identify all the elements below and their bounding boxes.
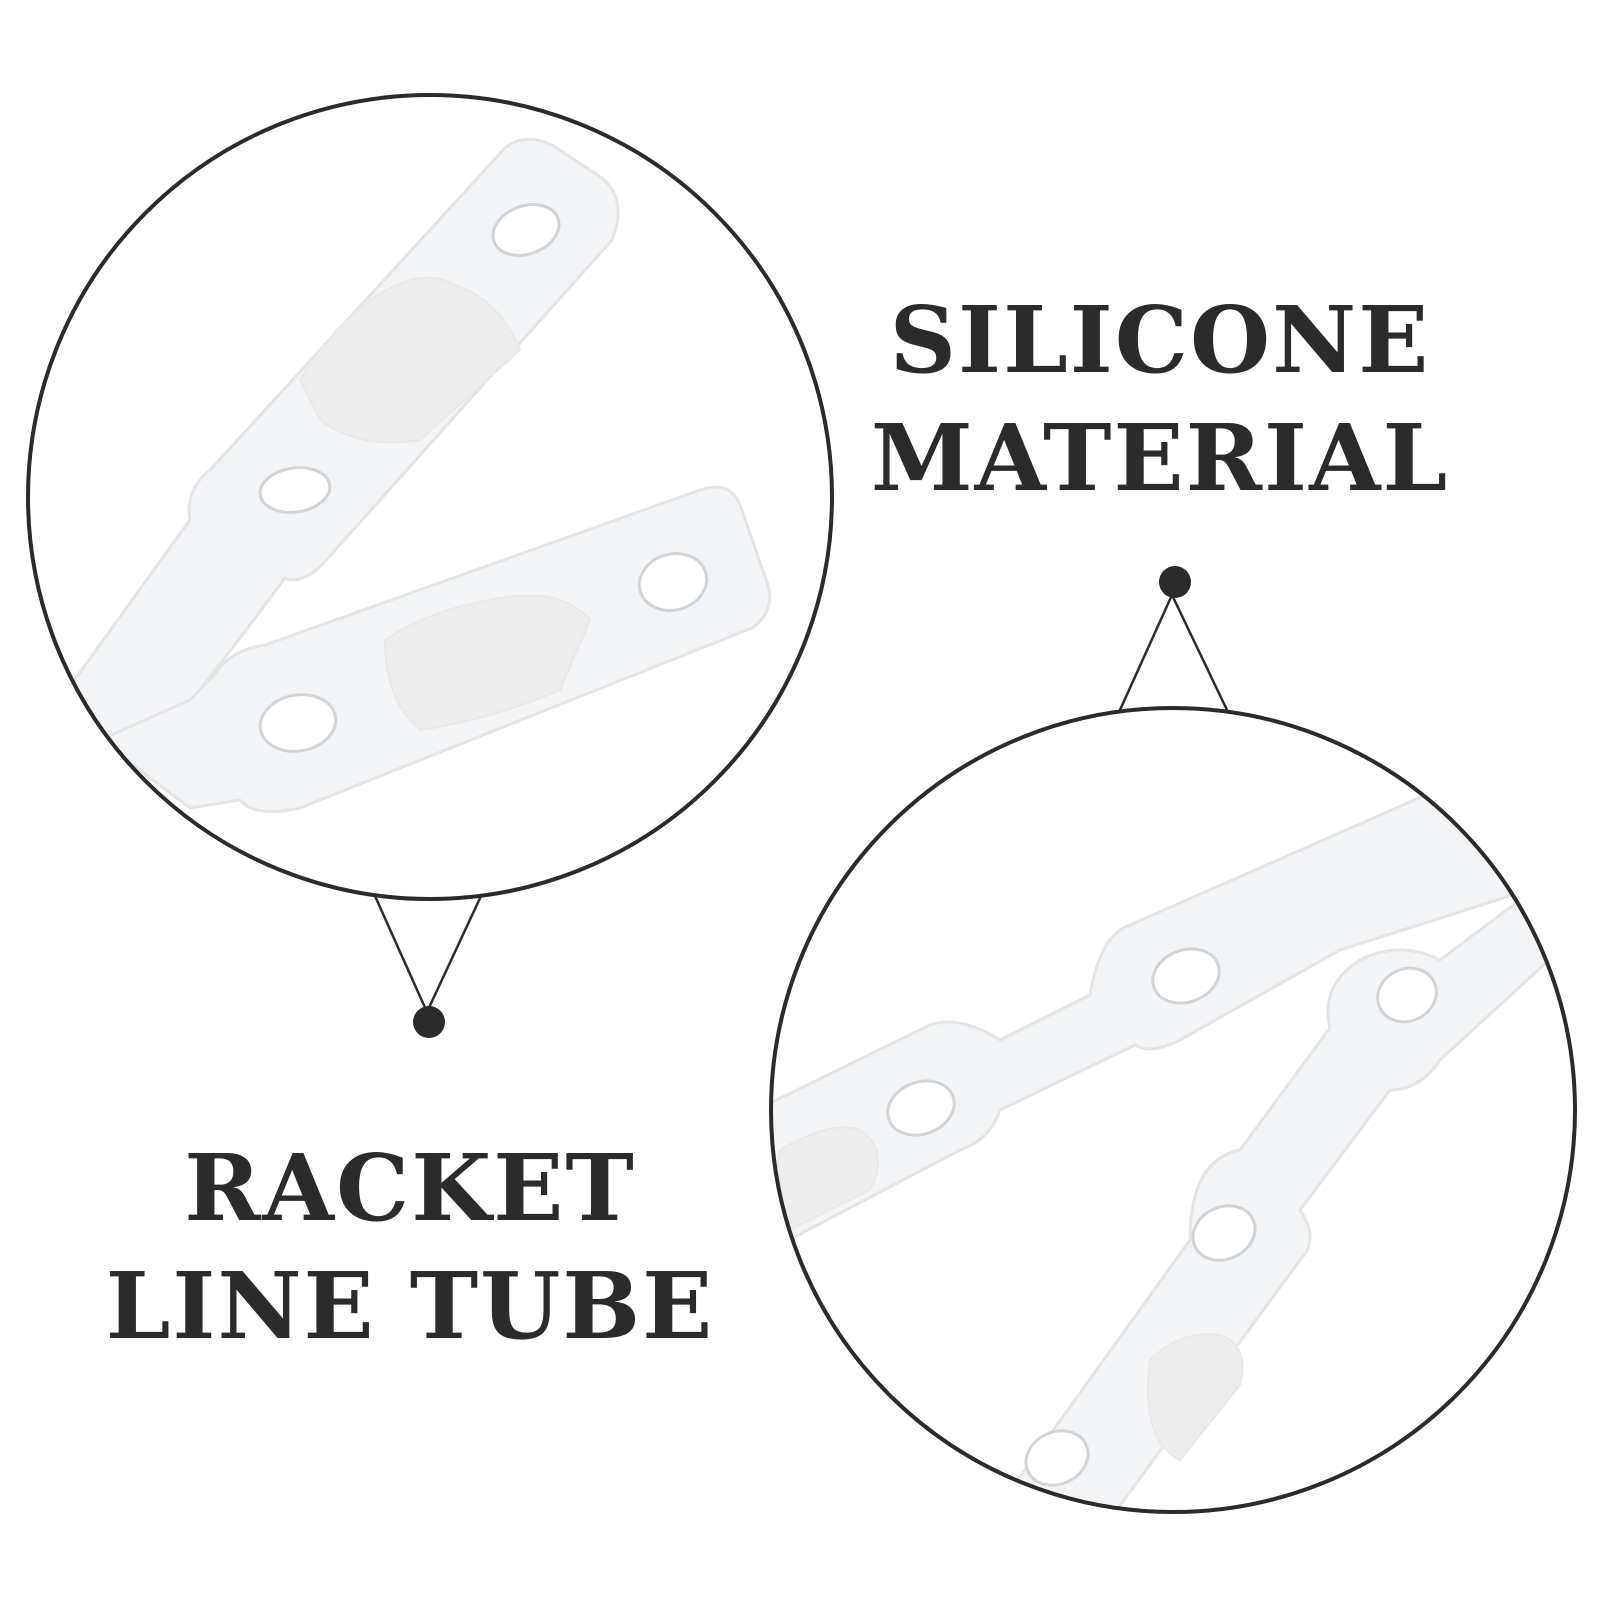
strip-hole <box>1151 947 1221 1005</box>
strip-hole <box>1191 1204 1257 1262</box>
strip-hole <box>1024 1429 1090 1487</box>
caption-line: RACKET <box>184 1134 636 1242</box>
strip-hole <box>258 693 338 753</box>
caption-line: MATERIAL <box>870 403 1450 512</box>
strip-groove <box>1147 1333 1244 1462</box>
callout-pointer <box>373 895 483 1016</box>
callout-dot <box>413 1006 445 1038</box>
zoom-circle-outline <box>26 93 834 901</box>
strip-hole <box>258 466 332 514</box>
silicone-strip <box>957 867 1562 1512</box>
strip-hole <box>1376 966 1438 1024</box>
strip-hole <box>637 552 709 612</box>
strip-groove <box>298 276 522 444</box>
strip-hole <box>886 1079 956 1137</box>
silicone-strip-closeup-left <box>58 137 772 814</box>
silicone-strip-closeup-right <box>771 758 1562 1512</box>
zoom-circle-right <box>769 566 1577 1514</box>
callout-dot <box>1159 566 1191 598</box>
callout-pointer <box>1118 592 1229 711</box>
racket-line-tube-caption: RACKET LINE TUBE <box>70 1130 750 1366</box>
strip-hole <box>491 203 561 257</box>
strip-groove <box>383 594 592 732</box>
zoom-circle-outline <box>769 706 1577 1514</box>
caption-line: SILICONE <box>889 286 1431 394</box>
silicone-material-caption: SILICONE MATERIAL <box>840 282 1480 518</box>
caption-line: LINE TUBE <box>105 1251 715 1360</box>
zoom-circle-left <box>26 93 834 1038</box>
